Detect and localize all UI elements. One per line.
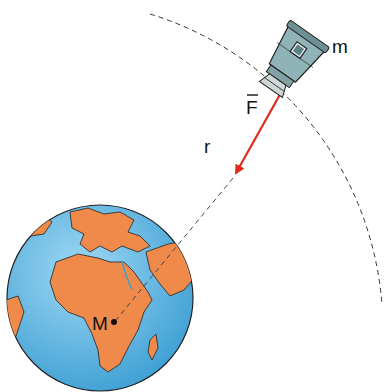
spacecraft (251, 20, 329, 103)
mass-label: m (332, 37, 348, 56)
mass-label-earth: M (92, 314, 108, 333)
radius-label: r (204, 137, 210, 156)
earth (6, 205, 200, 391)
vector-bar (247, 94, 258, 95)
radius-line (116, 178, 233, 320)
force-label: F (246, 98, 258, 117)
